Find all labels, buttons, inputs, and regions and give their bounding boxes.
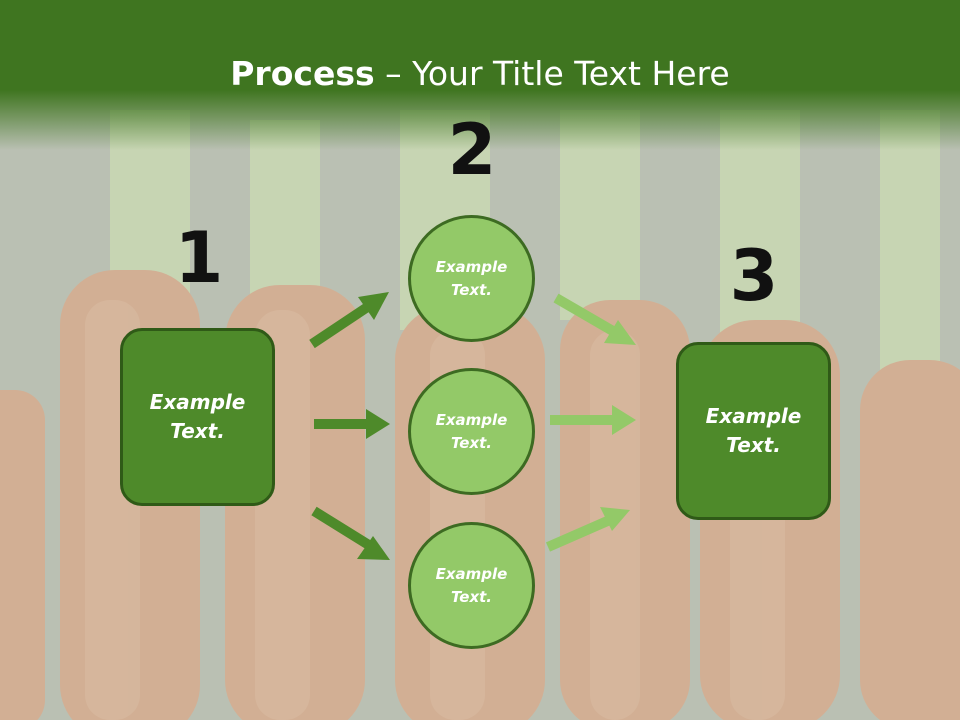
slide-title: Process – Your Title Text Here — [0, 52, 960, 96]
title-bold: Process — [230, 54, 375, 93]
arrow-1-to-2-middle — [314, 409, 390, 439]
title-bar — [0, 0, 960, 150]
step-2-circle-top: Example Text. — [408, 215, 535, 342]
step-3-label: Example Text. — [705, 404, 802, 457]
arrow-2-to-3-middle — [550, 405, 636, 435]
step-2-circle-bottom: Example Text. — [408, 522, 535, 649]
step-1-box: Example Text. — [120, 328, 275, 506]
arrow-2-to-3-top — [553, 293, 636, 345]
step-3-number: 3 — [729, 235, 779, 317]
arrow-2-to-3-bottom — [545, 507, 630, 552]
step-2-number: 2 — [447, 109, 497, 191]
step-3-box: Example Text. — [676, 342, 831, 520]
step-2-circle-middle: Example Text. — [408, 368, 535, 495]
step-2-circle-middle-label: Example Text. — [435, 410, 508, 452]
step-1-number: 1 — [174, 217, 224, 299]
step-2-circle-bottom-label: Example Text. — [435, 564, 508, 606]
step-1-label: Example Text. — [149, 390, 246, 443]
step-2-circle-top-label: Example Text. — [435, 257, 508, 299]
arrow-1-to-2-top — [309, 292, 389, 349]
title-rest: – Your Title Text Here — [374, 54, 730, 93]
arrow-1-to-2-bottom — [311, 506, 390, 560]
